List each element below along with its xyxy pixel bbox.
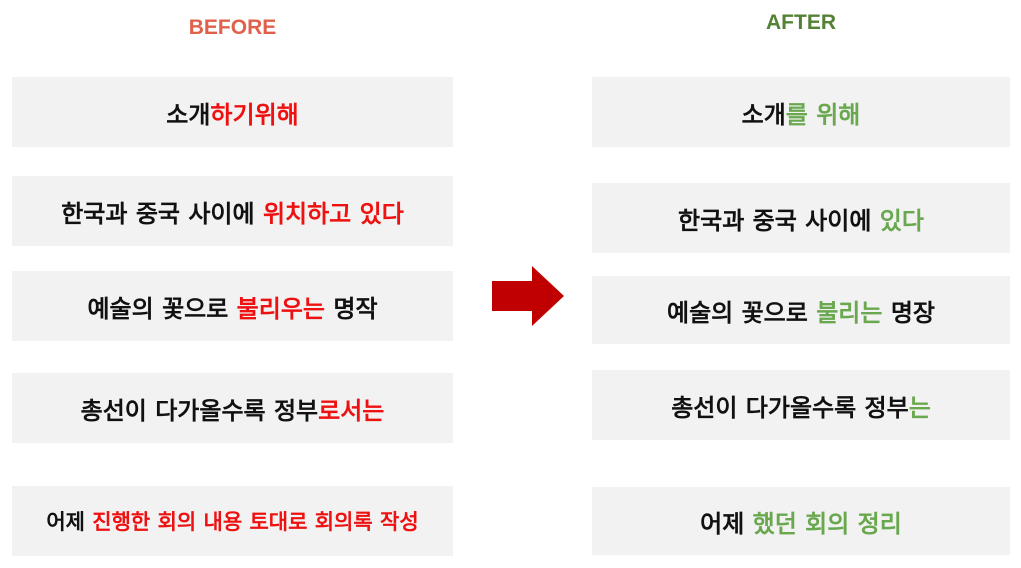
after-row-2-highlight: 있다 bbox=[879, 206, 924, 235]
after-row-3-tail: 명장 bbox=[890, 298, 935, 327]
after-row-1-plain: 소개 bbox=[741, 100, 786, 129]
before-row-2-highlight: 위치하고 있다 bbox=[262, 199, 404, 228]
after-row-2-plain: 한국과 중국 사이에 bbox=[678, 206, 872, 235]
before-row-2-plain: 한국과 중국 사이에 bbox=[61, 199, 255, 228]
before-row-4-plain: 총선이 다가올수록 정부 bbox=[80, 396, 319, 425]
after-row-4-highlight: 는 bbox=[908, 393, 931, 422]
before-row-1-highlight: 하기위해 bbox=[210, 100, 299, 129]
before-row-3-plain: 예술의 꽃으로 bbox=[87, 294, 229, 323]
after-row-3-highlight: 불리는 bbox=[816, 298, 883, 327]
before-row-4-highlight: 로서는 bbox=[318, 396, 385, 425]
after-row-1-highlight: 를 위해 bbox=[785, 100, 861, 129]
before-row-3-tail: 명작 bbox=[333, 294, 378, 323]
before-title: BEFORE bbox=[188, 16, 277, 39]
after-title: AFTER bbox=[766, 11, 836, 34]
before-row-3-highlight: 불리우는 bbox=[236, 294, 325, 323]
right-arrow-icon bbox=[492, 266, 564, 326]
after-row-3-plain: 예술의 꽃으로 bbox=[667, 298, 808, 327]
before-row-5: 어제 진행한 회의 내용 토대로 회의록 작성 bbox=[12, 486, 453, 556]
before-row-1-plain: 소개 bbox=[166, 100, 211, 129]
before-row-5-plain: 어제 bbox=[46, 510, 85, 534]
after-row-5-plain: 어제 bbox=[700, 509, 745, 538]
before-row-5-highlight: 진행한 회의 내용 토대로 회의록 작성 bbox=[92, 510, 419, 534]
after-row-4-plain: 총선이 다가올수록 정부 bbox=[671, 393, 909, 422]
after-row-5-highlight: 했던 회의 정리 bbox=[752, 509, 902, 538]
